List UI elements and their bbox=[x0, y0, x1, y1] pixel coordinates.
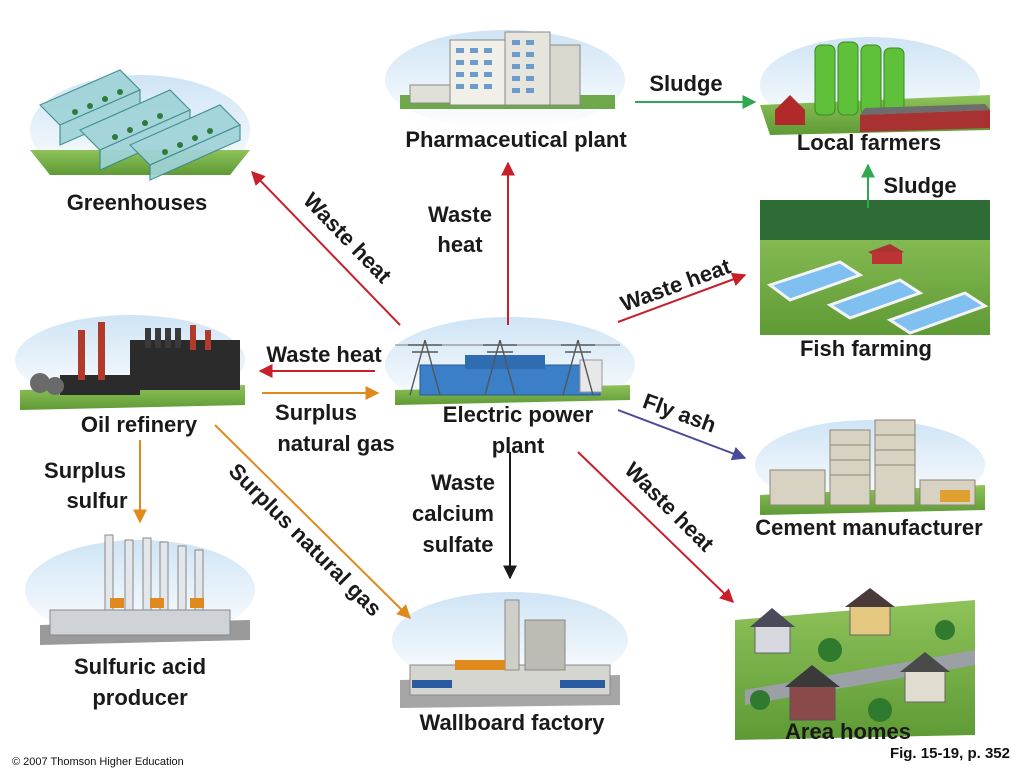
label-oil-refinery: Oil refinery bbox=[81, 412, 198, 437]
label-local-farmers: Local farmers bbox=[797, 130, 941, 155]
edge-label-surplus-sulfur-line1: Surplus bbox=[44, 458, 126, 483]
label-greenhouses: Greenhouses bbox=[67, 190, 208, 215]
arrows bbox=[133, 95, 875, 619]
edge-label-sludge-pharma: Sludge bbox=[649, 71, 722, 96]
cement-manufacturer-illustration bbox=[755, 419, 985, 515]
label-sulfuric-acid-line1: Sulfuric acid bbox=[74, 654, 206, 679]
power-plant-illustration bbox=[385, 317, 635, 413]
arrow-waste-heat-to-homes bbox=[577, 451, 735, 603]
edge-label-waste-heat-pharma-line2: heat bbox=[437, 232, 483, 257]
label-power-plant-line2: plant bbox=[492, 433, 545, 458]
edge-label-waste-heat-refinery: Waste heat bbox=[266, 342, 382, 367]
pharmaceutical-plant-illustration bbox=[385, 30, 625, 130]
copyright-text: © 2007 Thomson Higher Education bbox=[12, 756, 184, 768]
label-power-plant-line1: Electric power bbox=[443, 402, 594, 427]
label-wallboard-factory: Wallboard factory bbox=[420, 710, 606, 735]
edge-label-sludge-fish: Sludge bbox=[883, 173, 956, 198]
label-pharmaceutical-plant: Pharmaceutical plant bbox=[405, 127, 627, 152]
edge-label-calcium-line1: Waste bbox=[431, 470, 495, 495]
label-fish-farming: Fish farming bbox=[800, 336, 932, 361]
arrow-waste-heat-to-greenhouses bbox=[251, 170, 401, 326]
oil-refinery-illustration bbox=[15, 315, 245, 410]
arrow-waste-heat-to-fish bbox=[617, 272, 747, 323]
local-farmers-illustration bbox=[760, 37, 990, 135]
label-sulfuric-acid-line2: producer bbox=[92, 685, 188, 710]
sulfuric-acid-producer-illustration bbox=[25, 534, 255, 645]
edge-label-fly-ash: Fly ash bbox=[640, 388, 720, 437]
edge-label-waste-heat-pharma-line1: Waste bbox=[428, 202, 492, 227]
fish-farming-illustration bbox=[760, 200, 990, 335]
edge-label-surplus-sulfur-line2: sulfur bbox=[66, 488, 128, 513]
edge-label-surplus-gas-line2: natural gas bbox=[277, 431, 394, 456]
arrow-fly-ash-to-cement bbox=[617, 409, 747, 461]
label-cement-manufacturer: Cement manufacturer bbox=[755, 515, 983, 540]
greenhouses-illustration bbox=[30, 69, 250, 185]
arrow-surplus-gas-to-wallboard bbox=[214, 424, 411, 619]
area-homes-illustration bbox=[735, 588, 975, 740]
figure-reference: Fig. 15-19, p. 352 bbox=[890, 745, 1010, 762]
edge-label-calcium-line3: sulfate bbox=[423, 532, 494, 557]
wallboard-factory-illustration bbox=[392, 592, 628, 708]
edge-label-surplus-gas-line1: Surplus bbox=[275, 400, 357, 425]
edge-label-waste-heat-greenhouses: Waste heat bbox=[298, 188, 397, 289]
label-area-homes: Area homes bbox=[785, 719, 911, 744]
edge-label-calcium-line2: calcium bbox=[412, 501, 494, 526]
